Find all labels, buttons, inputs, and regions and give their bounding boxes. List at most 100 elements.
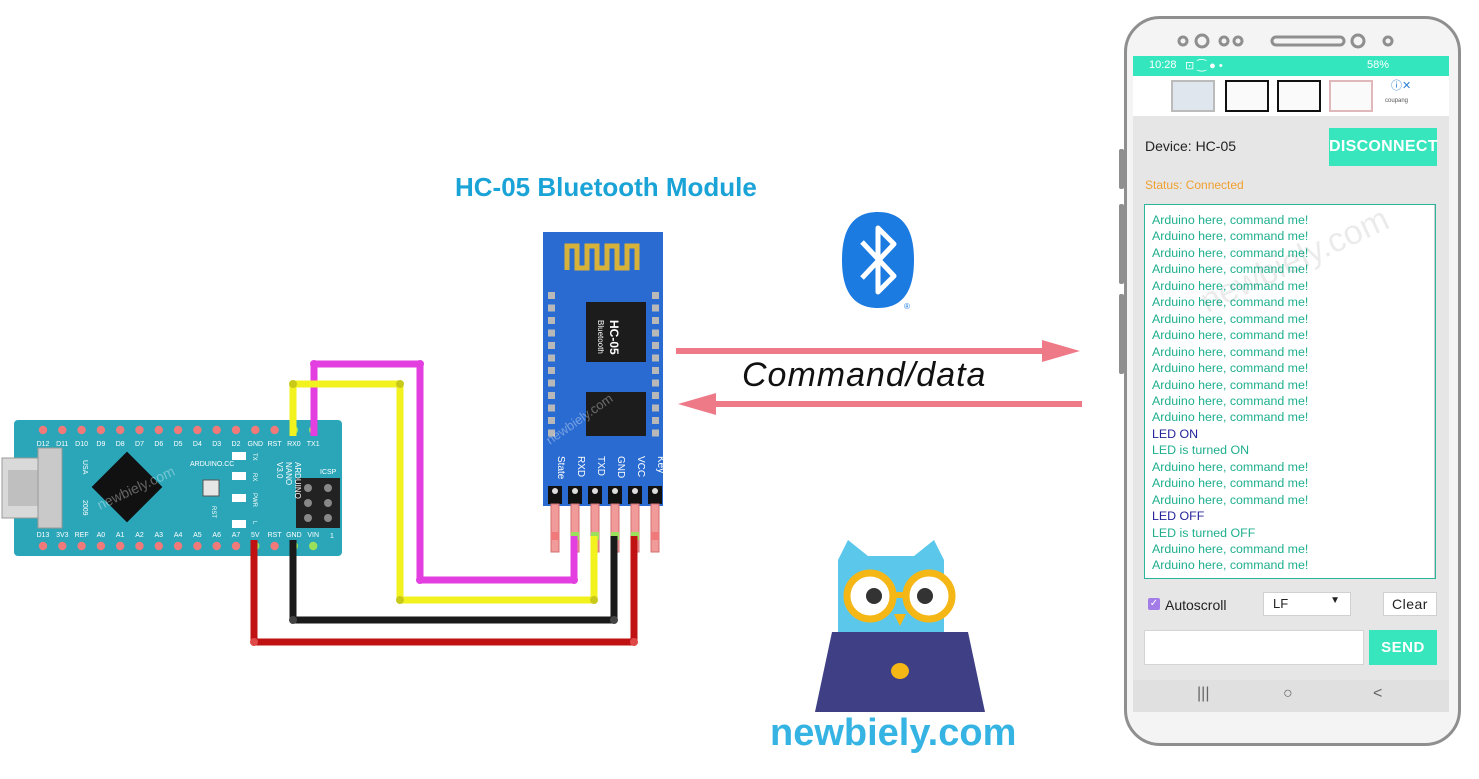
pin-header	[648, 486, 662, 504]
solder-pad	[548, 417, 555, 424]
board-label: 1	[330, 533, 334, 540]
bluetooth-icon: ®	[842, 212, 914, 311]
battery-level: 58%	[1366, 59, 1389, 71]
pin-label: D11	[56, 441, 68, 448]
board-label: ARDUINO	[293, 462, 302, 499]
wire-yellow	[289, 380, 598, 604]
pin-a1	[116, 541, 125, 551]
pin-label: D10	[75, 441, 88, 448]
ad-image[interactable]	[1225, 80, 1269, 112]
console-line: LED ON	[1152, 426, 1199, 441]
solder-pad	[548, 429, 555, 437]
pin-d7	[135, 425, 144, 435]
pin-d10	[77, 425, 86, 435]
data-arrows	[676, 340, 1082, 415]
pin-a0	[96, 541, 106, 551]
side-button	[1119, 149, 1124, 189]
board-label: PWR	[251, 493, 257, 508]
serial-console[interactable]: Arduino here, command me!Arduino here, c…	[1144, 204, 1436, 579]
wires	[250, 360, 638, 646]
disconnect-button[interactable]: DISCONNECT	[1329, 128, 1437, 166]
pin-label: A2	[135, 532, 144, 539]
pin-label: D5	[174, 441, 183, 448]
pin-label: RST	[268, 441, 283, 448]
solder-pad	[548, 342, 555, 349]
solder-pad	[652, 317, 659, 324]
console-line: Arduino here, command me!	[1152, 229, 1309, 244]
console-line: Arduino here, command me!	[1152, 245, 1309, 260]
console-line: Arduino here, command me!	[1152, 262, 1309, 277]
pin-rst	[270, 541, 279, 551]
solder-pad	[652, 429, 659, 437]
solder-pad	[652, 304, 659, 312]
pin-label: A1	[116, 532, 125, 539]
board-label: V3.0	[275, 462, 284, 479]
pin-a3	[154, 541, 163, 551]
svg-text:®: ®	[904, 302, 910, 311]
home-icon[interactable]: ○	[1283, 685, 1293, 702]
pin-hole	[552, 488, 558, 494]
console-line: Arduino here, command me!	[1152, 492, 1309, 507]
line-ending-select[interactable]: LF ▼	[1263, 592, 1351, 616]
console-line: Arduino here, command me!	[1152, 311, 1309, 326]
solder-pad	[652, 367, 659, 374]
solder-pad	[652, 292, 659, 299]
clear-button[interactable]: Clear	[1383, 592, 1437, 616]
message-input[interactable]	[1144, 630, 1364, 665]
back-icon[interactable]: <	[1373, 685, 1383, 702]
board-label: ICSP	[320, 469, 337, 476]
solder-pad	[548, 354, 555, 362]
pin-label: D4	[193, 441, 202, 448]
pin-label: D7	[135, 441, 144, 448]
send-button[interactable]: SEND	[1369, 630, 1437, 665]
solder-pad	[548, 292, 555, 299]
ad-image[interactable]	[1171, 80, 1215, 112]
pin-label: TX1	[307, 441, 320, 448]
pin-hole	[592, 488, 598, 494]
hc05-pin-label: State	[555, 456, 566, 480]
solder-pad	[652, 329, 659, 337]
pin-d13	[38, 541, 48, 551]
autoscroll-checkbox[interactable]: ✓	[1148, 598, 1160, 610]
pin-leg	[550, 503, 560, 553]
console-line: LED is turned ON	[1152, 443, 1250, 458]
pin-hole	[612, 488, 618, 494]
pin-d11	[58, 425, 67, 435]
device-label: Device: HC-05	[1145, 138, 1237, 154]
pin-label: A6	[212, 532, 221, 539]
ad-banner[interactable]: coupang ⓘ✕	[1133, 76, 1449, 116]
solder-pad	[652, 404, 659, 412]
wire-black	[289, 536, 618, 624]
pin-header	[628, 486, 642, 504]
pin-label: RX0	[287, 441, 301, 448]
ad-image[interactable]	[1277, 80, 1321, 112]
pin-vin	[309, 541, 318, 551]
board-label: 2009	[81, 500, 88, 516]
chip-sublabel: Bluetooth	[596, 320, 605, 354]
pin-d9	[96, 425, 106, 435]
solder-pad	[548, 329, 555, 337]
console-line: Arduino here, command me!	[1152, 377, 1309, 392]
pin-label: RST	[268, 532, 283, 539]
ad-image[interactable]	[1329, 80, 1373, 112]
pin-label: D3	[212, 441, 221, 448]
solder-pad	[548, 304, 555, 312]
console-scrollbar[interactable]	[1434, 205, 1435, 578]
owl-mascot	[838, 540, 956, 640]
recent-apps-icon[interactable]: |||	[1197, 685, 1210, 702]
console-line: Arduino here, command me!	[1152, 344, 1309, 359]
solder-pad	[548, 404, 555, 412]
arrow-left	[678, 393, 716, 415]
brand-text: newbiely.com	[770, 712, 1017, 754]
pin-ref	[77, 541, 86, 551]
hc05-pin-label: Key	[655, 456, 666, 473]
pin-rst	[270, 425, 279, 435]
pin-header	[608, 486, 622, 504]
pin-d12	[38, 425, 48, 435]
ad-close-icon[interactable]: ⓘ✕	[1391, 80, 1412, 92]
pin-label: D6	[154, 441, 163, 448]
board-label: RST	[210, 506, 216, 518]
board-label: NANO	[284, 462, 293, 485]
